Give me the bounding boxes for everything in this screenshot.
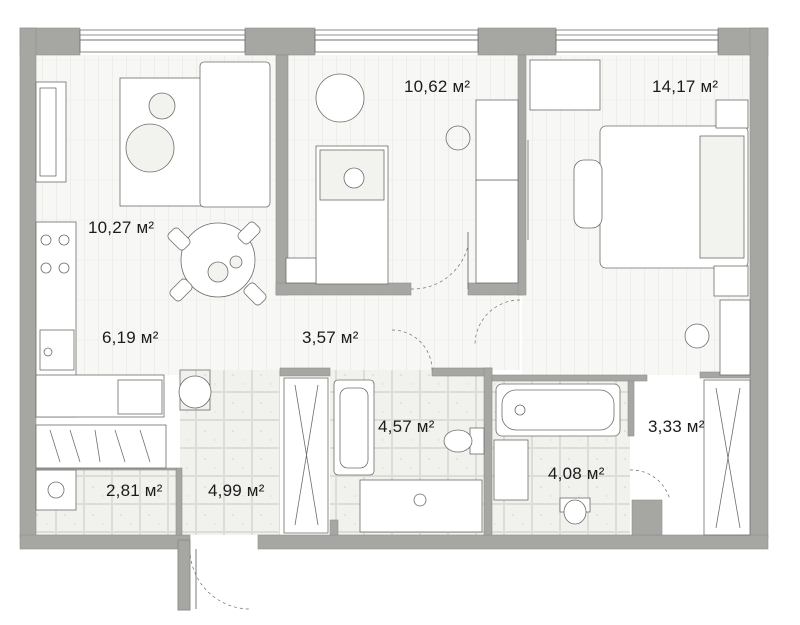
area-label-living-kitchen: 10,27 м²: [88, 218, 155, 237]
wardrobes: [178, 369, 751, 536]
walls: [19, 27, 769, 550]
doors: [189, 245, 671, 610]
kitchen-counter: [35, 81, 167, 511]
small-bedroom-furniture: [285, 73, 519, 285]
area-label-entrance-hall: 4,99 м²: [208, 481, 265, 500]
area-label-wardrobe-hall: 3,33 м²: [648, 417, 705, 436]
windows: [79, 29, 719, 53]
area-label-laundry: 2,81 м²: [106, 481, 163, 500]
area-label-corridor: 3,57 м²: [302, 328, 359, 347]
bathroom-1-fixtures: [333, 379, 485, 533]
area-label-bedroom-master: 14,17 м²: [652, 77, 719, 96]
area-label-bathroom-2: 4,08 м²: [548, 464, 605, 483]
entrance-vestibule: [177, 539, 191, 611]
bathroom-2-fixtures: [493, 383, 621, 525]
area-label-bathroom-1: 4,57 м²: [378, 417, 435, 436]
master-bedroom-furniture: [527, 59, 751, 376]
area-label-bedroom-small: 10,62 м²: [404, 77, 471, 96]
living-furniture: [119, 61, 271, 306]
area-label-kitchen-dining: 6,19 м²: [102, 328, 159, 347]
